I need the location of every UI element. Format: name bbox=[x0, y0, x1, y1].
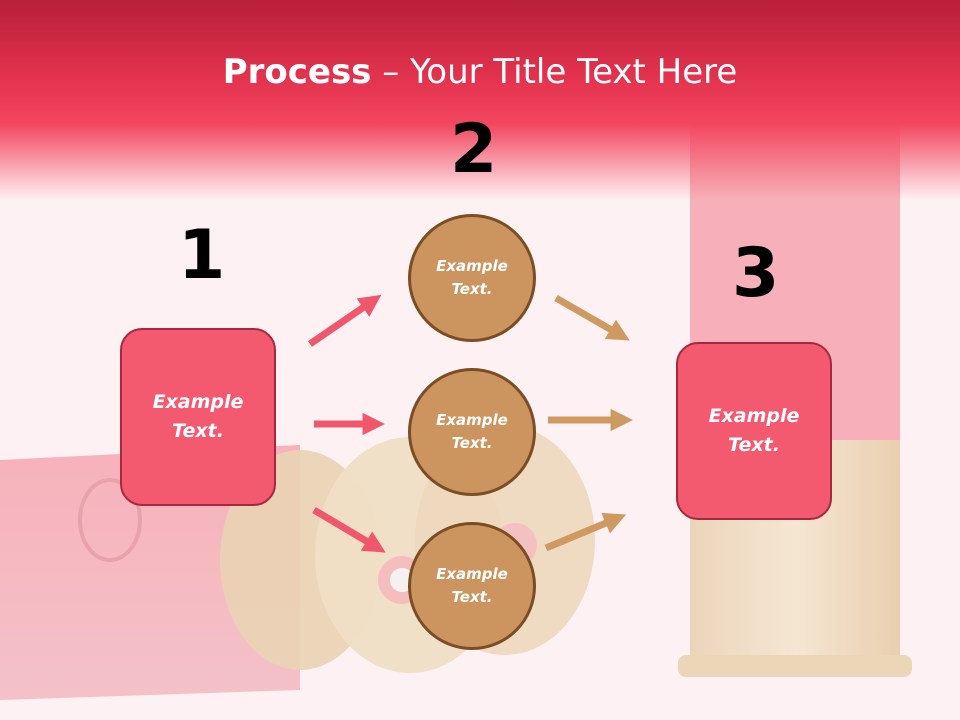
step-2-circle-middle: Example Text. bbox=[408, 368, 536, 496]
arrow-2c-to-3 bbox=[544, 512, 627, 552]
step-number-1: 1 bbox=[178, 216, 226, 295]
step-2-circle-bottom: Example Text. bbox=[408, 522, 536, 650]
step-3-text-line2: Text. bbox=[728, 434, 780, 456]
step-number-2: 2 bbox=[450, 110, 498, 189]
title-bold: Process bbox=[222, 52, 372, 92]
circle-top-text-line2: Text. bbox=[451, 280, 493, 298]
step-3-box: Example Text. bbox=[676, 342, 832, 520]
circle-top-text-line1: Example bbox=[436, 257, 508, 275]
arrow-2a-to-3 bbox=[554, 294, 630, 341]
step-1-text-line1: Example bbox=[152, 391, 244, 413]
step-number-3: 3 bbox=[732, 234, 780, 313]
title-rest: – Your Title Text Here bbox=[371, 52, 738, 92]
circle-bottom-text-line2: Text. bbox=[451, 588, 493, 606]
circle-middle-text-line1: Example bbox=[436, 411, 508, 429]
slide-title: Process – Your Title Text Here bbox=[0, 52, 960, 92]
step-2-circle-top: Example Text. bbox=[408, 214, 536, 342]
arrow-1-to-2c bbox=[312, 506, 386, 553]
circle-middle-text-line2: Text. bbox=[451, 434, 493, 452]
circle-bottom-text-line1: Example bbox=[436, 565, 508, 583]
step-1-text-line2: Text. bbox=[172, 420, 224, 442]
step-3-text-line1: Example bbox=[708, 405, 800, 427]
arrow-1-to-2a bbox=[308, 294, 382, 347]
header-band bbox=[0, 0, 960, 200]
step-1-box: Example Text. bbox=[120, 328, 276, 506]
